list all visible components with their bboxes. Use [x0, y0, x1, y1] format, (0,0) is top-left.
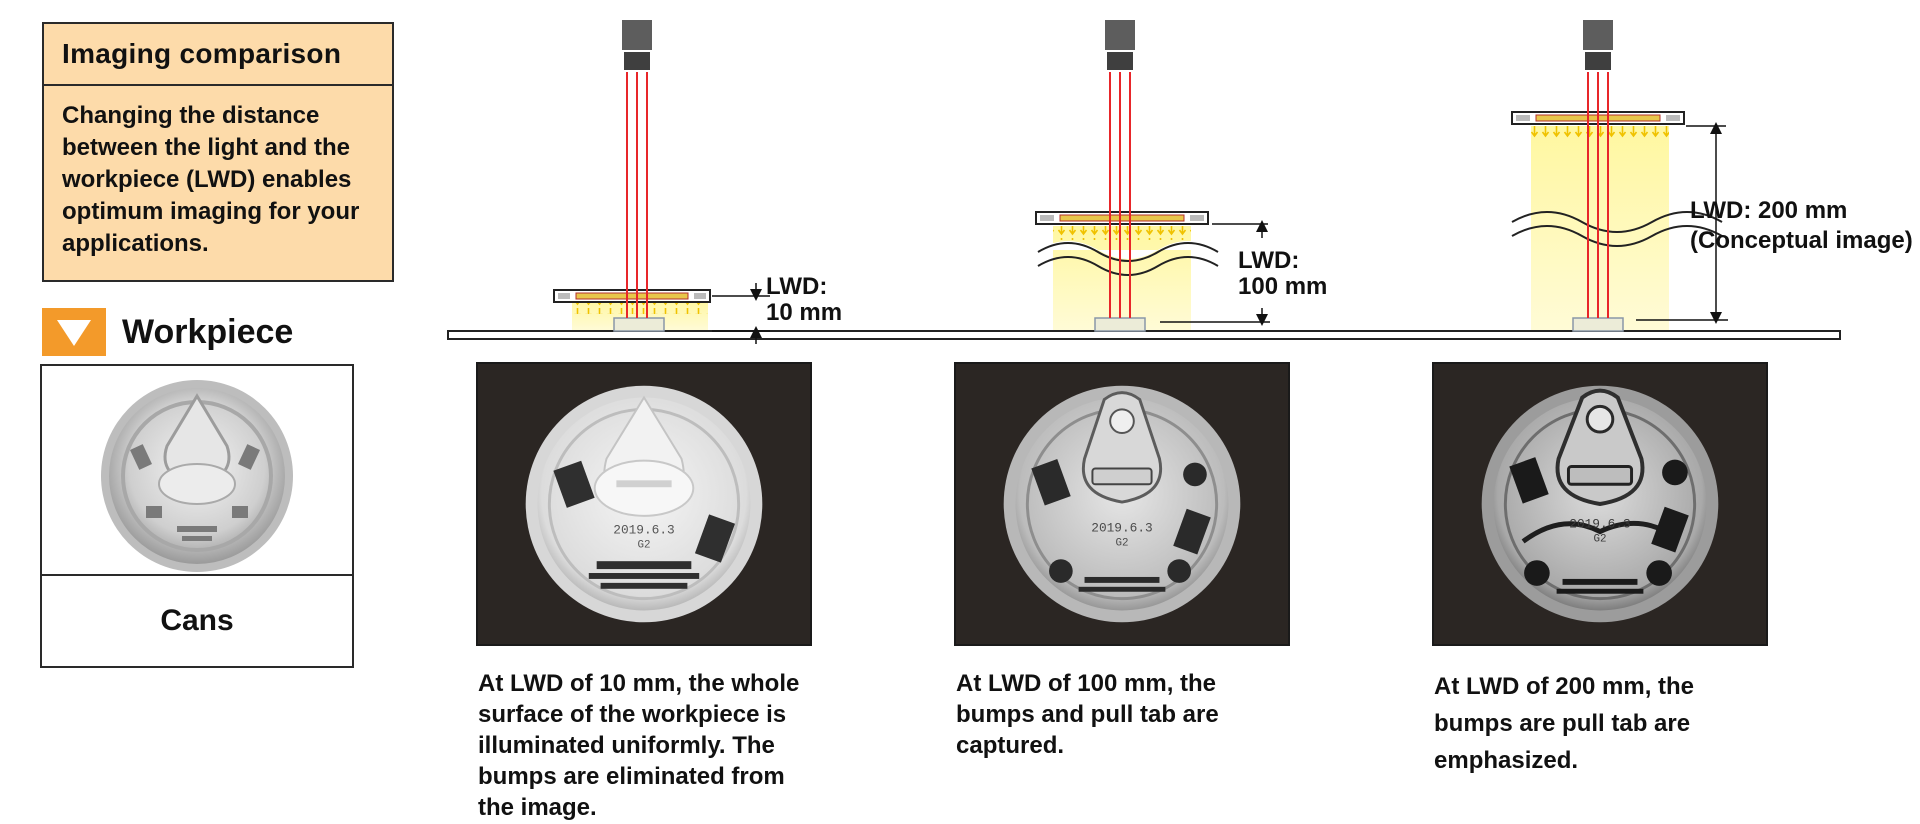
lwd-label: (Conceptual image) [1690, 227, 1913, 254]
light-beam-arrows [1531, 126, 1669, 140]
break-mark [1037, 256, 1219, 276]
date-code: 2019.6.3 [1091, 521, 1152, 536]
lot-code: G2 [1116, 537, 1129, 549]
camera-icon [1583, 20, 1613, 50]
caption-lwd-200: At LWD of 200 mm, the bumps are pull tab… [1434, 673, 1695, 774]
workpiece-can [1572, 317, 1624, 332]
workpiece-can [613, 317, 665, 332]
caption-lwd-10: At LWD of 10 mm, the whole surface of th… [478, 670, 800, 821]
setup-lwd-100: LWD: 100 mm [1035, 20, 1327, 332]
workpiece-card: Cans [40, 364, 354, 668]
capture-image-lwd-10: 2019.6.3 G2 [476, 362, 812, 646]
can-lid-photo: 2019.6.3 G2 [1481, 385, 1719, 623]
can-lid-photo: 2019.6.3 G2 [1003, 385, 1241, 623]
camera-icon [1105, 20, 1135, 50]
lwd-label: LWD: [766, 273, 827, 300]
lwd-label: LWD: 200 mm [1690, 197, 1847, 224]
down-triangle-icon [42, 308, 106, 356]
workpiece-image [42, 366, 352, 576]
lwd-label: LWD: [1238, 247, 1299, 274]
workpiece-heading: Workpiece [42, 308, 293, 356]
break-mark [1511, 211, 1723, 233]
workpiece-can [1094, 317, 1146, 332]
info-box: Imaging comparison Changing the distance… [42, 22, 394, 282]
can-lid-photo: 2019.6.3 G2 [525, 385, 763, 623]
caption-lwd-100: At LWD of 100 mm, the bumps and pull tab… [956, 670, 1219, 759]
light-beam-arrows [1053, 226, 1191, 240]
workpiece-name: Cans [160, 604, 234, 637]
capture-image-lwd-100: 2019.6.3 G2 [954, 362, 1290, 646]
info-box-body: Changing the distance between the light … [62, 102, 360, 257]
lot-code: G2 [638, 539, 651, 551]
light-beam [1531, 126, 1669, 330]
capture-image-lwd-200: 2019.6.3 G2 [1432, 362, 1768, 646]
ground-stage [447, 330, 1841, 340]
lwd-label: 10 mm [766, 299, 842, 326]
can-lid-illustration [101, 380, 293, 572]
lwd-label: 100 mm [1238, 273, 1327, 300]
camera-icon [622, 20, 652, 50]
workpiece-heading-label: Workpiece [122, 312, 294, 351]
info-box-title: Imaging comparison [44, 24, 392, 86]
setup-lwd-10: LWD: 10 mm [553, 20, 842, 344]
break-mark [1511, 225, 1723, 247]
date-code: 2019.6.3 [613, 523, 674, 538]
light-beam-arrows [572, 300, 708, 314]
break-mark [1037, 242, 1219, 262]
lot-code: G2 [1594, 533, 1607, 545]
lighting-diagram: LWD: 10 mm LWD: 100 mm [447, 20, 1913, 344]
date-code: 2019.6.3 [1569, 517, 1630, 532]
setup-lwd-200: LWD: 200 mm (Conceptual image) [1511, 20, 1913, 332]
